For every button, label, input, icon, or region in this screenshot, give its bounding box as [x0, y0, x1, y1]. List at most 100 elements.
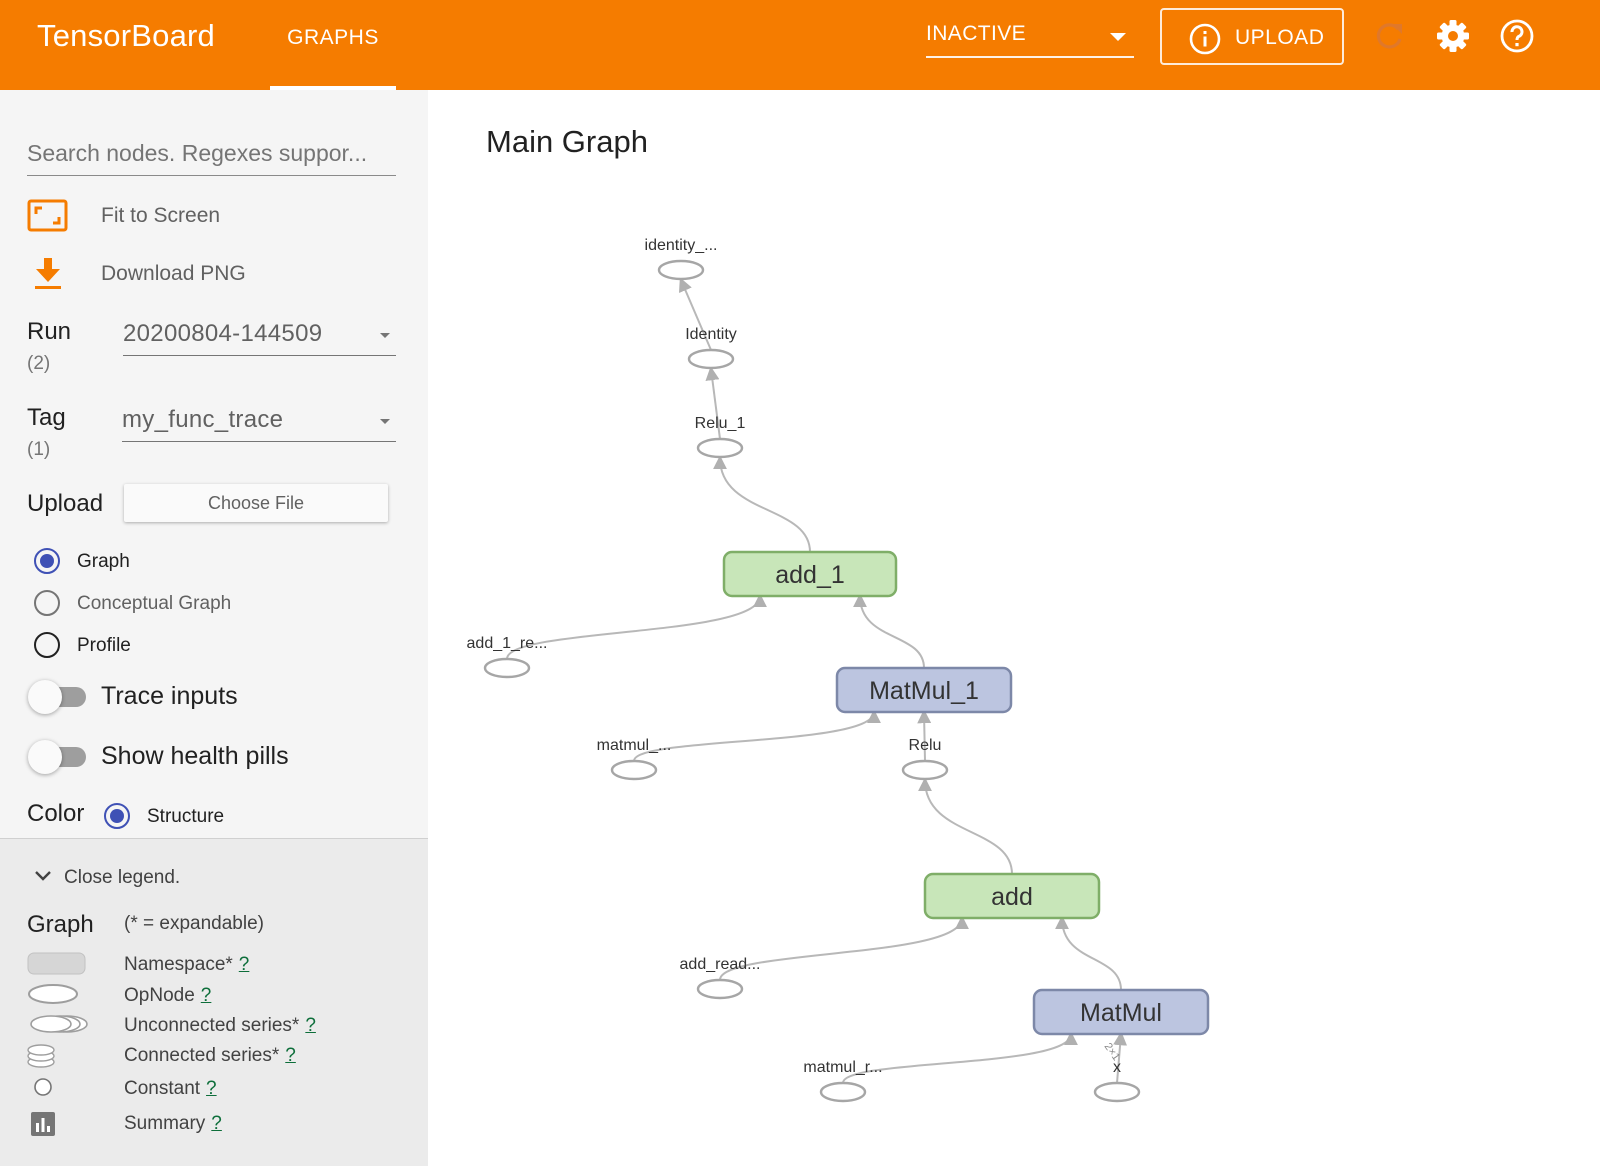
edge-add_1-to-Relu_1: [713, 455, 811, 553]
meta-node-box: [1032, 988, 1210, 1036]
legend-unconnected-help[interactable]: ?: [305, 1015, 316, 1036]
meta-node-MatMul[interactable]: MatMul: [1032, 988, 1210, 1036]
meta-node-MatMul_1[interactable]: MatMul_1: [835, 666, 1013, 714]
op-node-ellipse: [687, 348, 735, 370]
legend-connected-series: Connected series*?: [27, 1042, 407, 1070]
legend-summary: Summary?: [27, 1110, 407, 1138]
run-label: Run: [27, 318, 72, 345]
legend-title: Graph: [27, 911, 94, 938]
op-node-label: matmul_r...: [803, 1059, 882, 1076]
tab-graphs[interactable]: GRAPHS: [270, 0, 396, 90]
meta-node-label: add_1: [775, 561, 845, 589]
op-node-add_1_re[interactable]: add_1_re...: [467, 635, 548, 679]
graph-svg[interactable]: 2×1 add_1MatMul_1addMatMulidentity_...Id…: [428, 90, 1600, 1166]
meta-node-box: [835, 666, 1013, 714]
toggle-knob: [28, 740, 62, 774]
trace-inputs-label: Trace inputs: [101, 682, 238, 710]
op-node-ellipse: [819, 1081, 867, 1103]
edge-matmul_-to-MatMul_1: [633, 709, 881, 762]
legend-namespace-label: Namespace*: [124, 954, 233, 975]
legend-constant-label: Constant: [124, 1078, 201, 1099]
sidebar: Search nodes. Regexes suppor... Fit to S…: [0, 90, 428, 1166]
op-node-add_read[interactable]: add_read...: [680, 956, 761, 1000]
search-input[interactable]: Search nodes. Regexes suppor...: [27, 134, 396, 176]
meta-node-add_1[interactable]: add_1: [722, 550, 898, 598]
upload-label: Upload: [27, 490, 104, 517]
run-select-value: 20200804-144509: [123, 320, 323, 347]
edge-MatMul-to-add: [1055, 915, 1122, 991]
op-node-ellipse: [483, 657, 531, 679]
dashboard-select[interactable]: INACTIVE: [926, 14, 1134, 58]
fit-to-screen-button[interactable]: Fit to Screen: [27, 194, 407, 238]
radio-structure-label: Structure: [147, 806, 225, 827]
tab-graphs-label: GRAPHS: [287, 26, 379, 49]
dashboard-select-value: INACTIVE: [926, 22, 1027, 45]
unconnected-series-icon: [30, 1015, 88, 1033]
fit-to-screen-label: Fit to Screen: [101, 204, 221, 227]
run-caret-icon: [380, 333, 390, 338]
op-node-matmul_[interactable]: matmul_...: [597, 737, 672, 781]
namespace-symbol-icon: [27, 952, 86, 975]
choose-file-button[interactable]: Choose File: [124, 484, 388, 522]
op-node-ellipse: [696, 978, 744, 1000]
upload-button-label: UPLOAD: [1235, 26, 1325, 49]
run-select[interactable]: 20200804-144509: [123, 316, 396, 356]
chevron-down-icon: [35, 871, 51, 881]
radio-structure-indicator: [104, 803, 130, 829]
op-node-Relu_1[interactable]: Relu_1: [695, 415, 746, 459]
radio-profile-label: Profile: [77, 635, 131, 656]
constant-symbol-icon: [34, 1078, 52, 1096]
legend-opnode-label: OpNode: [124, 985, 195, 1006]
legend-constant-help[interactable]: ?: [206, 1078, 217, 1099]
radio-profile-indicator: [34, 632, 60, 658]
summary-symbol-icon: [31, 1112, 55, 1136]
op-node-label: Relu_1: [695, 415, 746, 432]
dropdown-caret-icon: [1110, 33, 1126, 41]
legend-namespace: Namespace*?: [27, 951, 407, 979]
op-node-label: Relu: [909, 737, 942, 754]
download-icon: [35, 258, 61, 289]
legend-opnode-help[interactable]: ?: [200, 985, 212, 1006]
download-png-label: Download PNG: [101, 262, 246, 285]
op-node-x[interactable]: x: [1093, 1059, 1141, 1103]
edge-add_1_re-to-add_1: [506, 593, 767, 660]
connected-series-icon: [27, 1044, 55, 1068]
tag-caret-icon: [380, 419, 390, 424]
gear-icon[interactable]: [1435, 18, 1471, 54]
op-node-identity_[interactable]: identity_...: [645, 237, 718, 281]
op-node-label: matmul_...: [597, 737, 672, 754]
legend-unconnected-label: Unconnected series*: [124, 1015, 300, 1036]
op-node-ellipse: [1093, 1081, 1141, 1103]
legend-note: (* = expandable): [124, 913, 264, 934]
trace-inputs-toggle[interactable]: [28, 678, 90, 714]
run-count: (2): [27, 353, 51, 374]
op-node-matmul_r[interactable]: matmul_r...: [803, 1059, 883, 1103]
health-pills-toggle[interactable]: [28, 738, 90, 774]
radio-conceptual-graph-indicator: [34, 590, 60, 616]
app-title: TensorBoard: [37, 18, 215, 53]
legend-panel: Close legend. Graph (* = expandable) Nam…: [0, 838, 428, 1166]
edge-x-to-MatMul: [1113, 1031, 1128, 1084]
help-icon[interactable]: [1499, 18, 1535, 54]
close-legend-toggle[interactable]: Close legend.: [34, 867, 180, 888]
upload-button[interactable]: UPLOAD: [1160, 8, 1344, 65]
legend-namespace-help[interactable]: ?: [238, 954, 250, 975]
meta-node-box: [923, 872, 1101, 920]
radio-graph-label: Graph: [77, 551, 130, 572]
download-png-button[interactable]: Download PNG: [27, 252, 407, 296]
meta-node-label: MatMul_1: [869, 677, 979, 705]
op-node-ellipse: [610, 759, 658, 781]
meta-node-add[interactable]: add: [923, 872, 1101, 920]
reload-icon[interactable]: [1371, 18, 1407, 54]
tag-select[interactable]: my_func_trace: [122, 402, 396, 442]
meta-node-box: [722, 550, 898, 598]
op-node-Identity[interactable]: Identity: [685, 326, 737, 370]
op-node-ellipse: [696, 437, 744, 459]
op-node-label: identity_...: [645, 237, 718, 254]
op-node-Relu[interactable]: Relu: [901, 737, 949, 781]
legend-summary-help[interactable]: ?: [211, 1113, 222, 1134]
radio-graph-indicator: [34, 548, 60, 574]
legend-connected-help[interactable]: ?: [285, 1045, 296, 1066]
top-bar: TensorBoard GRAPHS INACTIVE UPLOAD: [0, 0, 1600, 90]
